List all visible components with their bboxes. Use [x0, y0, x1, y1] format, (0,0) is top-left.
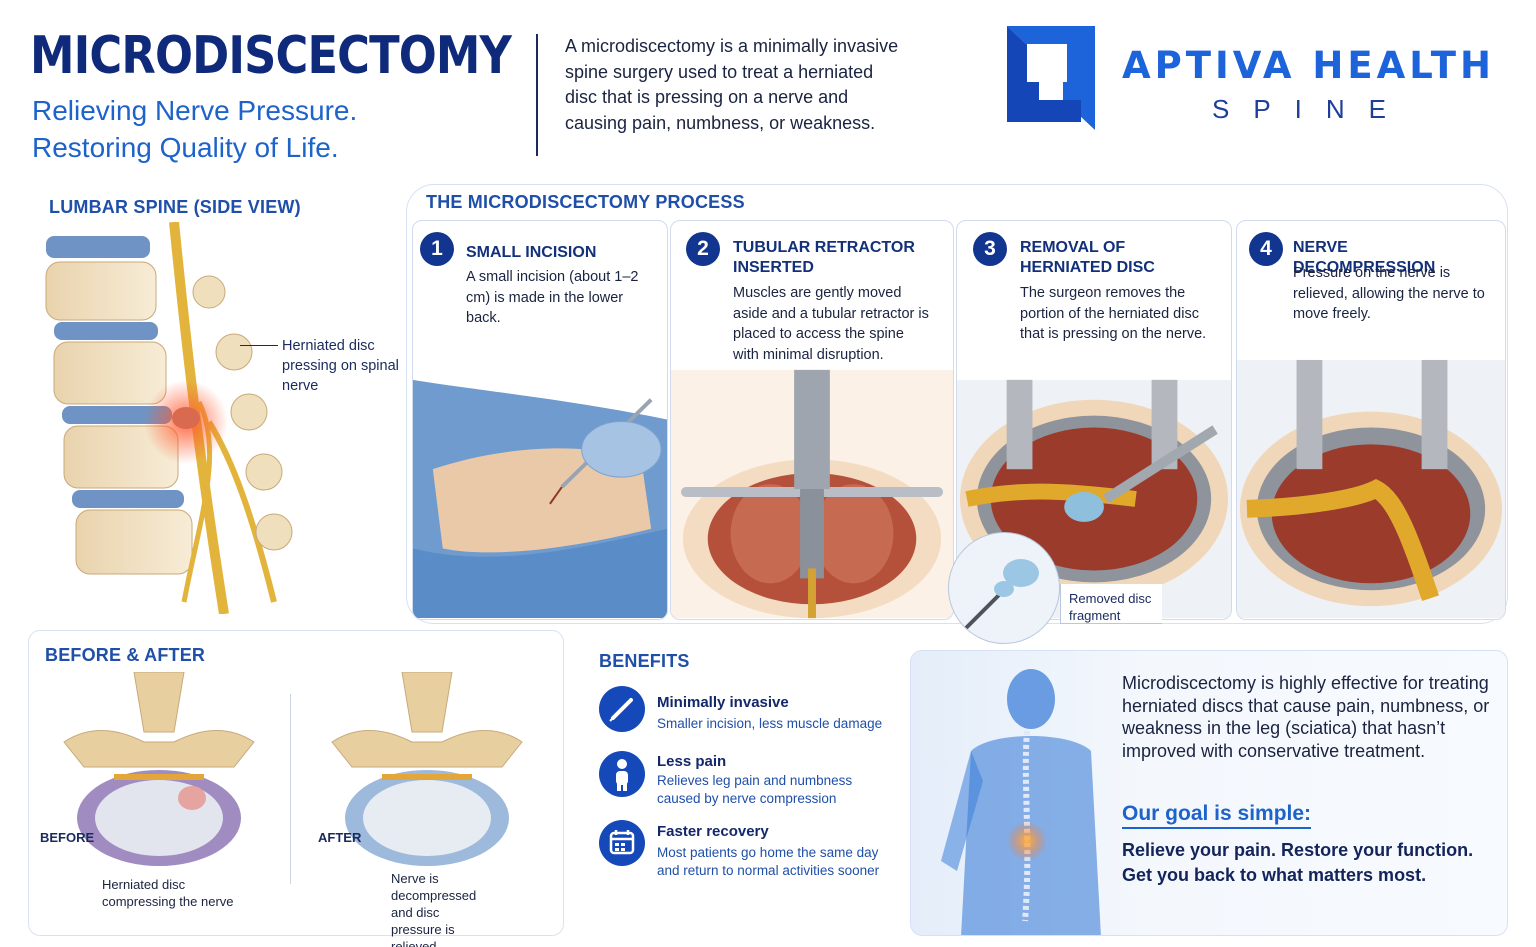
incision-illustration [413, 360, 667, 618]
process-heading: THE MICRODISCECTOMY PROCESS [426, 192, 745, 212]
benefits-heading: BENEFITS [599, 651, 690, 671]
lumbar-spine-illustration [24, 222, 400, 614]
page-title: MICRODISCECTOMY [30, 26, 512, 86]
process-step-2 [670, 220, 954, 620]
retractor-illustration [671, 369, 953, 619]
spine-heading: LUMBAR SPINE (SIDE VIEW) [49, 197, 301, 217]
summary-panel [910, 650, 1508, 936]
removed-fragment-inset [948, 532, 1060, 644]
benefit-desc-1: Smaller incision, less muscle damage [657, 716, 883, 731]
before-after-heading: BEFORE & AFTER [45, 645, 206, 665]
benefit-title-2: Less pain [657, 753, 727, 770]
step-desc-2: Muscles are gently moved aside and a tub… [733, 285, 929, 363]
logo-name: APTIVA HEALTH [1122, 44, 1495, 87]
human-spine-illustration [941, 669, 1101, 935]
step-number-3: 3 [973, 232, 1007, 266]
before-label: BEFORE [40, 830, 95, 845]
disc-fragment-icon [961, 559, 1039, 633]
scalpel-icon [599, 686, 645, 732]
before-disc-illustration [63, 672, 255, 866]
step-title-4: NERVE DECOMPRESSION [1293, 239, 1436, 276]
step-number-1: 1 [420, 232, 454, 266]
removed-fragment-label: Removed disc fragment [1060, 584, 1162, 624]
herniation-callout: Herniated disc pressing on spinal nerve [282, 338, 399, 394]
page-subtitle: Relieving Nerve Pressure. Restoring Qual… [32, 92, 357, 166]
goal-heading: Our goal is simple: [1122, 802, 1312, 829]
after-disc-illustration [331, 672, 523, 866]
benefit-title-1: Minimally invasive [657, 694, 789, 711]
calendar-icon [599, 820, 645, 866]
benefit-title-3: Faster recovery [657, 823, 769, 840]
step-desc-4: Pressure on the nerve is relieved, allow… [1293, 265, 1485, 322]
before-after-divider [290, 694, 291, 884]
step-number-4: 4 [1249, 232, 1283, 266]
process-step-3 [956, 220, 1232, 620]
intro-text: A microdiscectomy is a minimally invasiv… [565, 36, 899, 133]
person-icon [599, 751, 645, 797]
after-label: AFTER [318, 830, 362, 845]
subtitle-line-2: Restoring Quality of Life. [32, 132, 339, 163]
benefit-desc-3: Most patients go home the same day and r… [657, 845, 880, 878]
subtitle-line-1: Relieving Nerve Pressure. [32, 95, 358, 126]
process-step-4 [1236, 220, 1506, 620]
decompression-illustration [1237, 359, 1505, 619]
before-caption: Herniated disc compressing the nerve [102, 877, 234, 909]
header-divider [536, 34, 538, 156]
step-number-2: 2 [686, 232, 720, 266]
process-step-1 [412, 220, 668, 620]
step-title-3: REMOVAL OF HERNIATED DISC [1020, 239, 1155, 276]
aptiva-logo-icon [1007, 26, 1095, 130]
after-caption: Nerve is decompressed and disc pressure … [391, 871, 477, 947]
step-desc-3: The surgeon removes the portion of the h… [1020, 285, 1207, 342]
step-desc-1: A small incision (about 1–2 cm) is made … [466, 269, 639, 326]
step-title-1: SMALL INCISION [466, 244, 597, 261]
process-frame [406, 184, 1508, 624]
herniation-callout-line [240, 345, 278, 346]
goal-text: Relieve your pain. Restore your function… [1122, 840, 1474, 885]
disc-removal-illustration [957, 379, 1231, 619]
summary-text: Microdiscectomy is highly effective for … [1122, 673, 1490, 761]
step-title-2: TUBULAR RETRACTOR INSERTED [733, 239, 915, 276]
logo-sub: SPINE [1212, 94, 1411, 124]
benefit-desc-2: Relieves leg pain and numbness caused by… [657, 773, 853, 806]
